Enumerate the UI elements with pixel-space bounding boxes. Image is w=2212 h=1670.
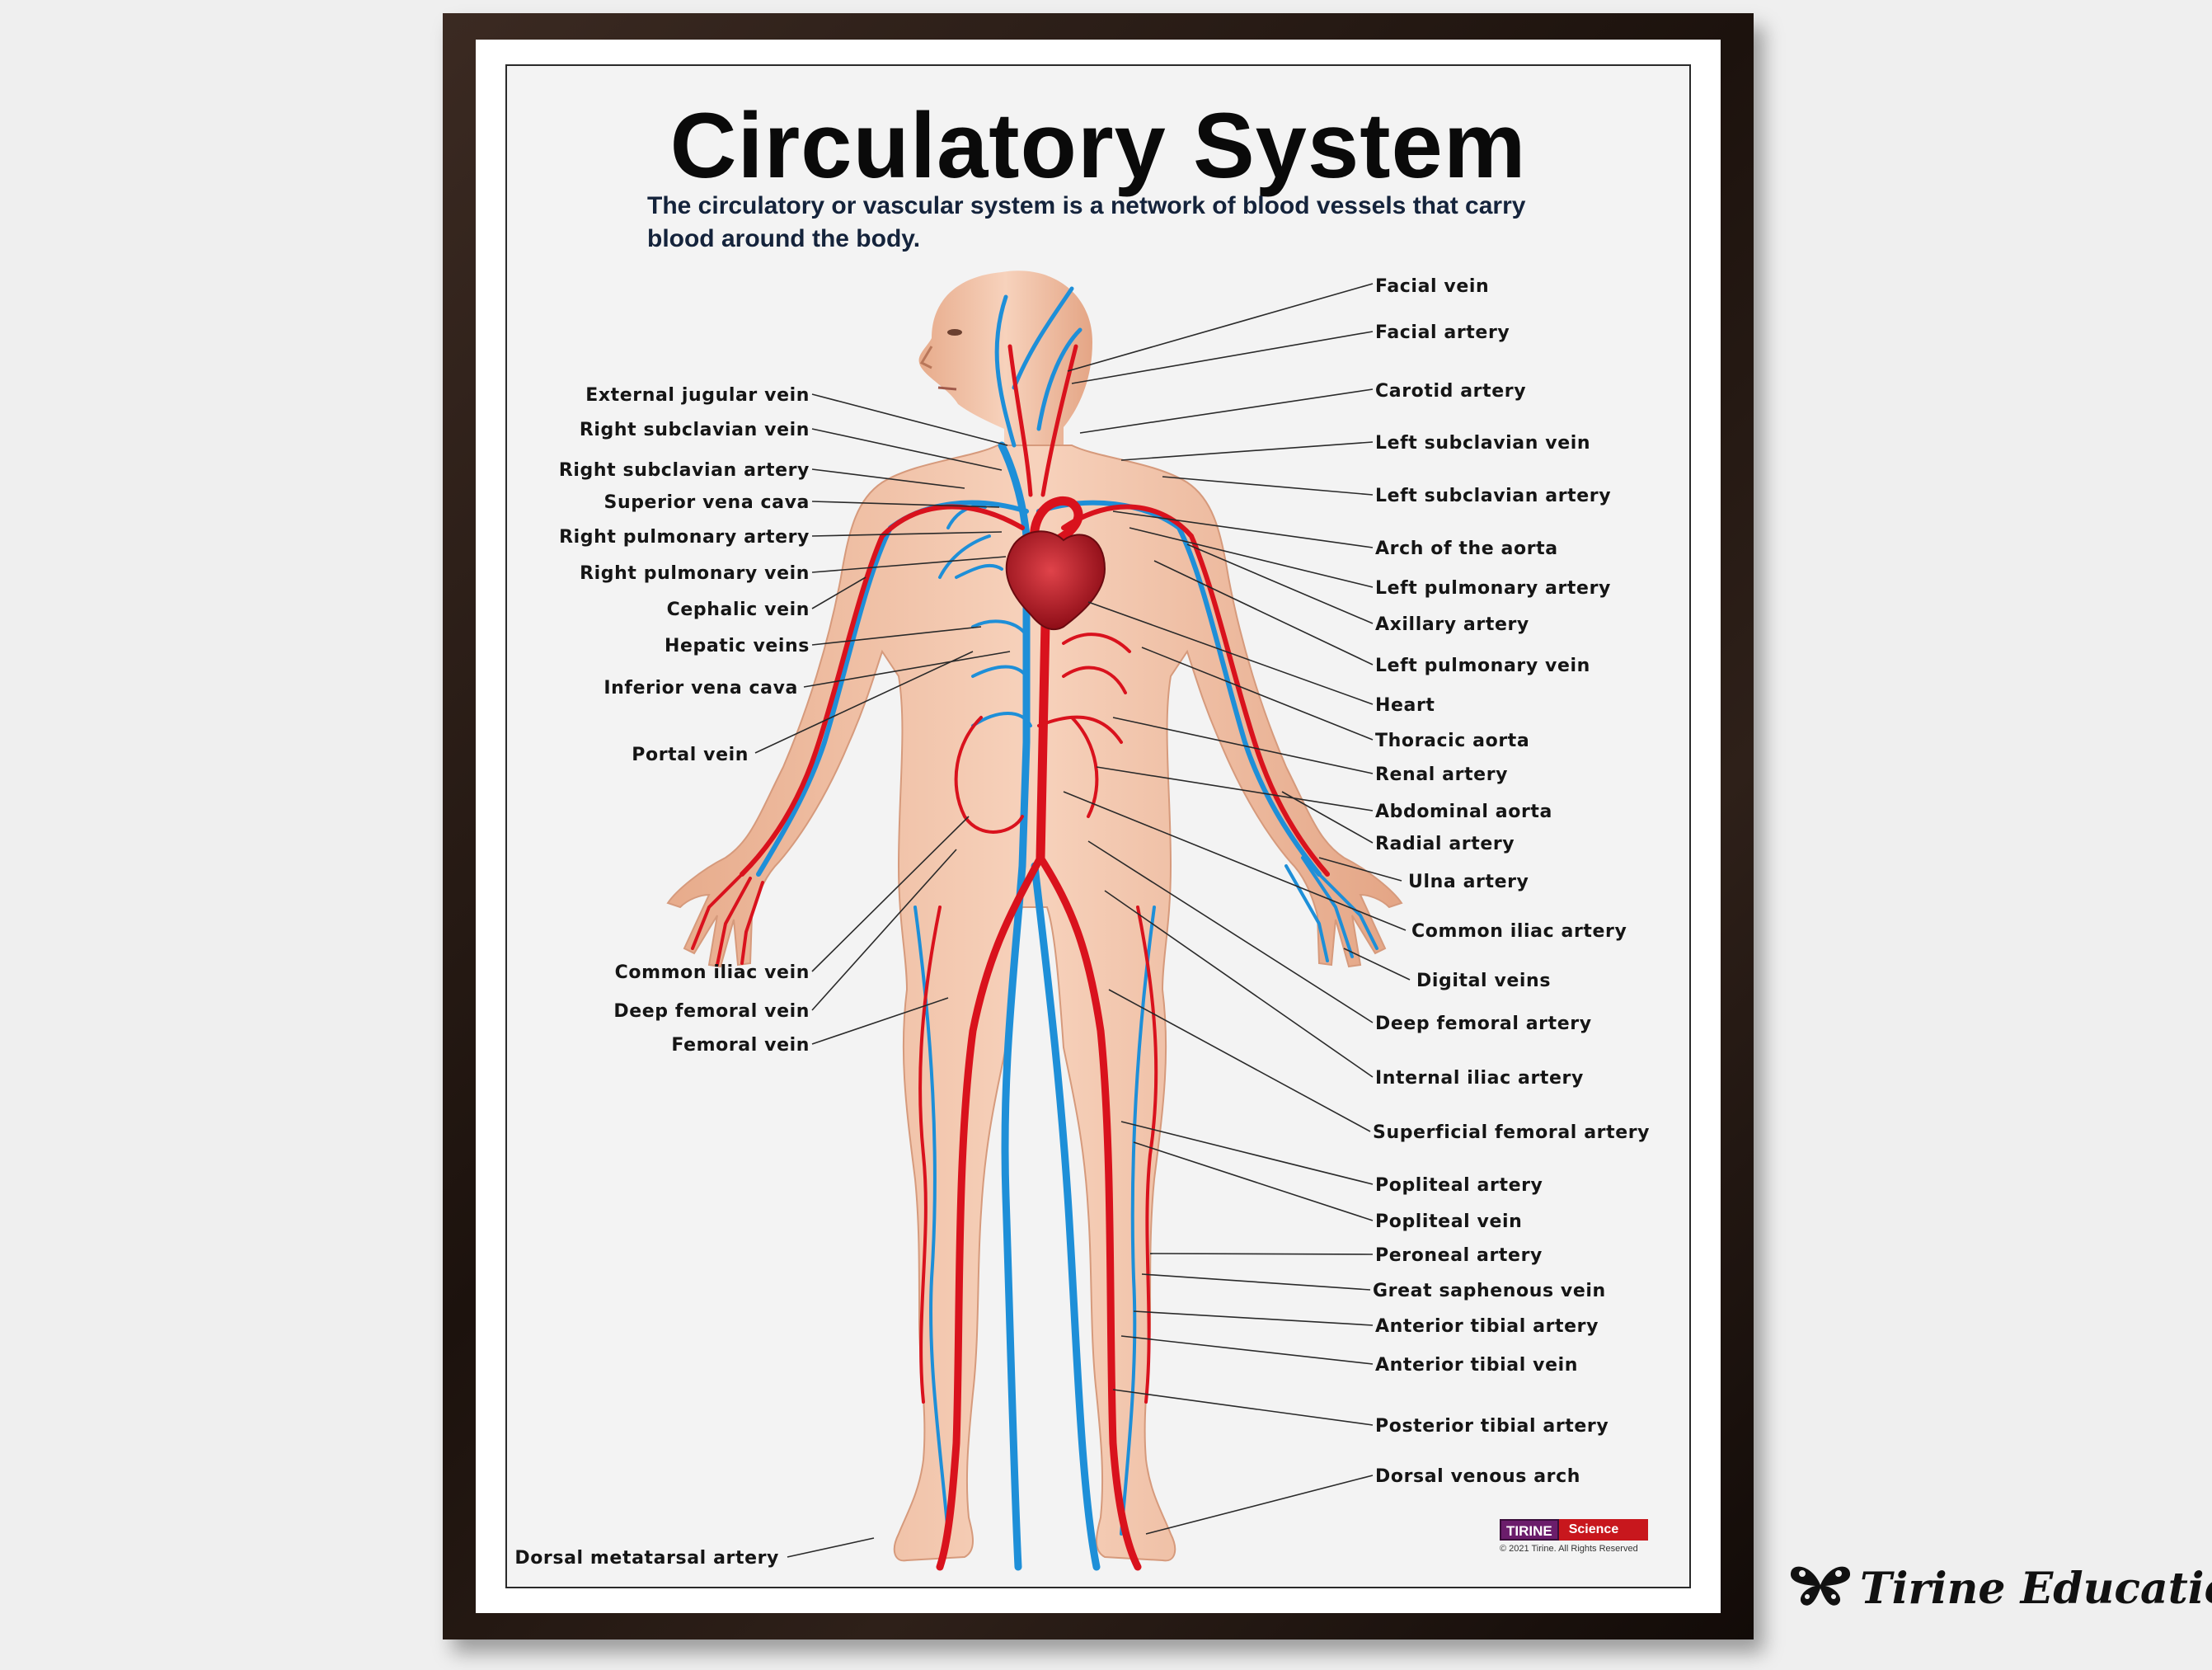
label-popliteal-vein: Popliteal vein (1375, 1211, 1522, 1232)
eye-icon (947, 329, 962, 336)
label-left-pulmonary-vein: Left pulmonary vein (1375, 656, 1590, 676)
label-renal-artery: Renal artery (1375, 764, 1508, 785)
label-superficial-femoral-artery: Superficial femoral artery (1373, 1122, 1650, 1143)
label-axillary-artery: Axillary artery (1375, 614, 1529, 635)
butterfly-icon (1787, 1560, 1853, 1610)
label-digital-veins: Digital veins (1416, 971, 1551, 991)
label-internal-iliac-artery: Internal iliac artery (1375, 1068, 1584, 1089)
label-dorsal-metatarsal-artery: Dorsal metatarsal artery (514, 1548, 779, 1569)
label-left-subclavian-artery: Left subclavian artery (1375, 486, 1611, 506)
label-deep-femoral-vein: Deep femoral vein (613, 1001, 810, 1022)
label-right-subclavian-artery: Right subclavian artery (559, 460, 810, 481)
labels-right: Facial vein Facial artery Carotid artery… (1373, 276, 1650, 1487)
label-anterior-tibial-artery: Anterior tibial artery (1375, 1316, 1599, 1337)
label-carotid-artery: Carotid artery (1375, 381, 1526, 402)
label-left-pulmonary-artery: Left pulmonary artery (1375, 578, 1611, 599)
label-superior-vena-cava: Superior vena cava (604, 492, 810, 513)
label-great-saphenous-vein: Great saphenous vein (1373, 1281, 1606, 1301)
label-left-subclavian-vein: Left subclavian vein (1375, 433, 1590, 454)
label-heart: Heart (1375, 695, 1435, 716)
watermark: Tirine Education (1787, 1559, 2158, 1633)
label-hepatic-veins: Hepatic veins (665, 636, 810, 656)
label-facial-artery: Facial artery (1375, 322, 1510, 343)
label-dorsal-venous-arch: Dorsal venous arch (1375, 1466, 1580, 1487)
label-common-iliac-artery: Common iliac artery (1411, 921, 1627, 942)
watermark-text: Tirine Education (1860, 1564, 2212, 1614)
label-facial-vein: Facial vein (1375, 276, 1489, 297)
label-right-subclavian-vein: Right subclavian vein (580, 420, 810, 440)
label-inferior-vena-cava: Inferior vena cava (603, 678, 798, 699)
label-radial-artery: Radial artery (1375, 834, 1515, 854)
label-portal-vein: Portal vein (632, 745, 749, 765)
label-common-iliac-vein: Common iliac vein (615, 962, 810, 983)
label-popliteal-artery: Popliteal artery (1375, 1175, 1543, 1196)
label-anterior-tibial-vein: Anterior tibial vein (1375, 1355, 1578, 1376)
label-ulna-artery: Ulna artery (1408, 872, 1529, 892)
label-abdominal-aorta: Abdominal aorta (1375, 802, 1552, 822)
label-arch-of-the-aorta: Arch of the aorta (1375, 539, 1558, 559)
label-posterior-tibial-artery: Posterior tibial artery (1375, 1416, 1609, 1437)
label-right-pulmonary-vein: Right pulmonary vein (580, 563, 810, 584)
label-peroneal-artery: Peroneal artery (1375, 1245, 1543, 1266)
label-right-pulmonary-artery: Right pulmonary artery (559, 527, 810, 548)
label-femoral-vein: Femoral vein (671, 1035, 810, 1056)
label-external-jugular-vein: External jugular vein (585, 385, 810, 406)
labels-left: External jugular vein Right subclavian v… (514, 385, 810, 1569)
label-cephalic-vein: Cephalic vein (667, 600, 810, 620)
label-deep-femoral-artery: Deep femoral artery (1375, 1014, 1592, 1034)
label-thoracic-aorta: Thoracic aorta (1375, 731, 1529, 751)
